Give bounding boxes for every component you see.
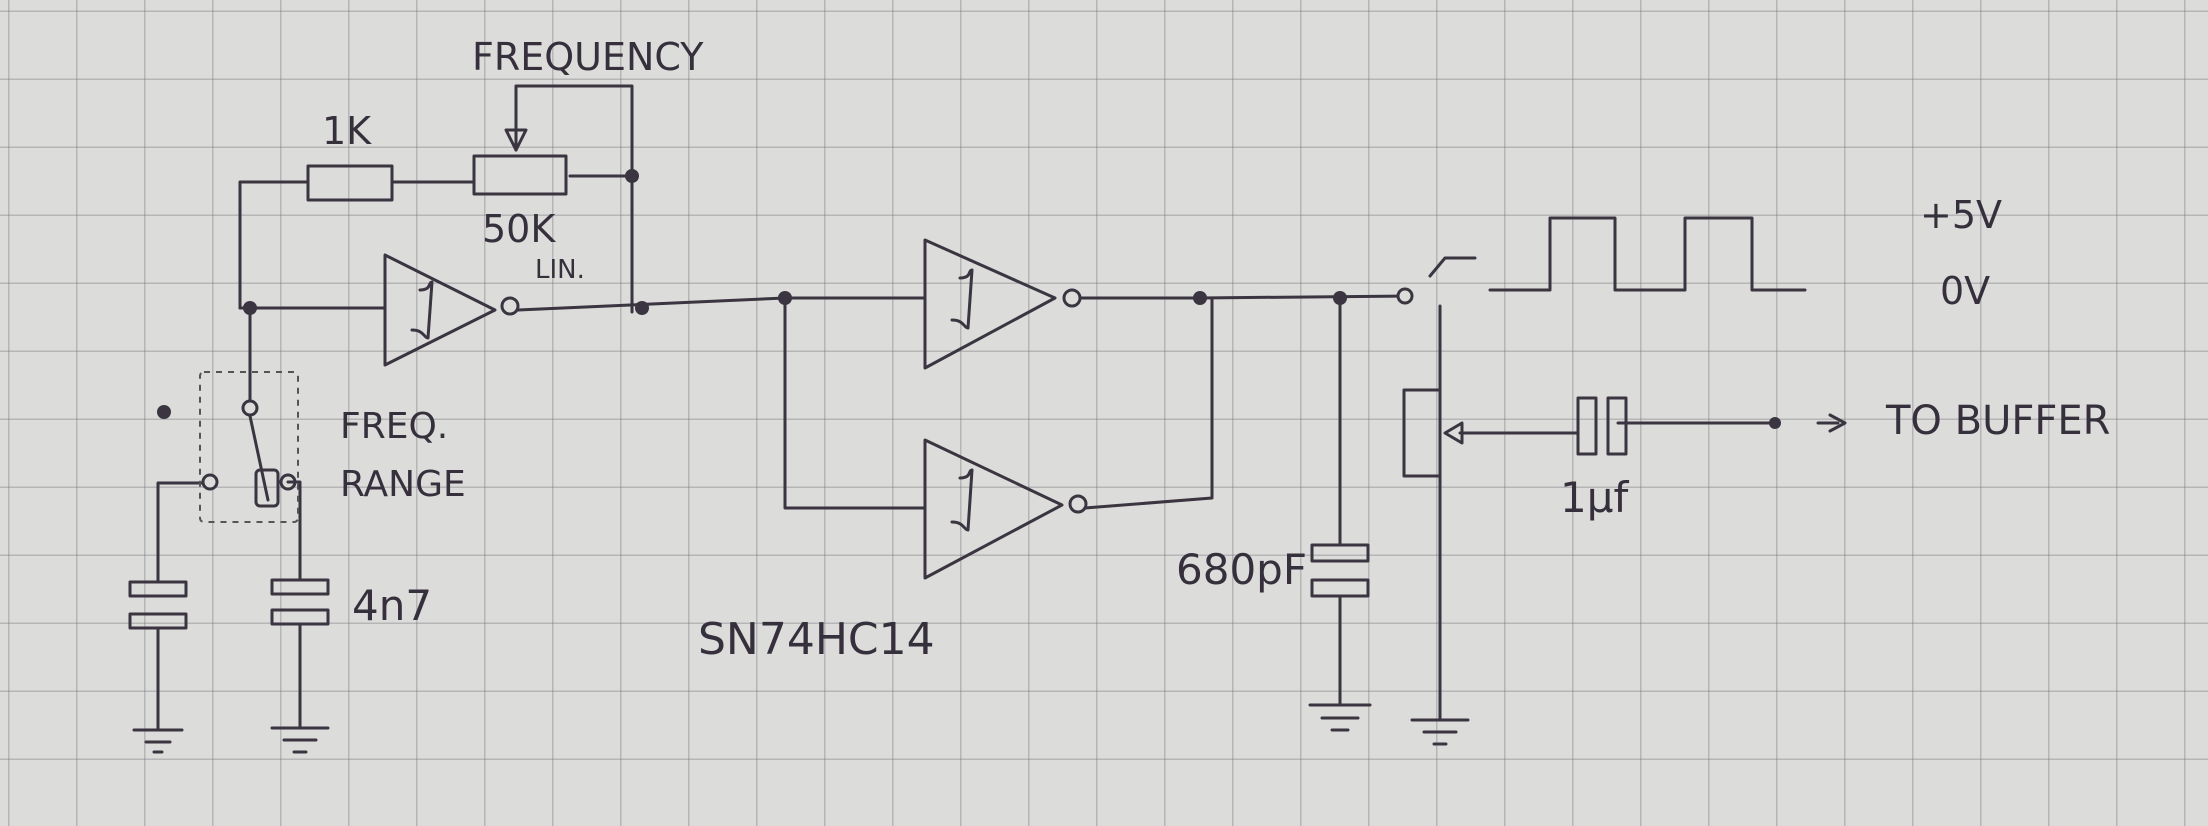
label-range: RANGE	[340, 464, 466, 505]
to-buffer-arrow-icon	[1816, 413, 1847, 433]
label-680pf: 680pF	[1176, 545, 1307, 594]
label-1uf: 1μf	[1560, 473, 1629, 522]
label-sn74hc14: SN74HC14	[698, 614, 935, 665]
schmitt-inverter-1	[383, 253, 520, 367]
label-plus5v: +5V	[1920, 193, 2002, 237]
ground-symbol-1	[132, 728, 184, 754]
square-wave-waveform	[1488, 216, 1807, 292]
output-potentiometer	[1402, 388, 1464, 478]
label-to-buffer: TO BUFFER	[1885, 398, 2110, 444]
schmitt-inverter-3	[923, 438, 1088, 580]
schmitt-inverter-2	[923, 238, 1082, 370]
label-frequency: FREQUENCY	[472, 35, 704, 79]
label-0v: 0V	[1940, 269, 1990, 313]
resistor-1k	[306, 164, 394, 202]
label-50k: 50K	[482, 207, 556, 251]
ground-symbol-2	[270, 726, 330, 754]
capacitor-4n7	[270, 578, 330, 626]
label-freq: FREQ.	[340, 406, 448, 447]
label-4n7: 4n7	[352, 581, 432, 630]
capacitor-680pf	[1310, 543, 1370, 598]
wires	[156, 84, 1777, 732]
junctions	[243, 169, 1781, 429]
label-1k: 1K	[322, 109, 372, 153]
potentiometer-50k	[472, 118, 568, 196]
capacitor-1uf	[1576, 396, 1628, 456]
capacitor-left	[128, 580, 188, 630]
label-lin: LIN.	[535, 255, 585, 285]
ground-symbol-4	[1410, 718, 1470, 746]
freq-range-switch	[157, 371, 302, 523]
ground-symbol-3	[1308, 703, 1372, 732]
